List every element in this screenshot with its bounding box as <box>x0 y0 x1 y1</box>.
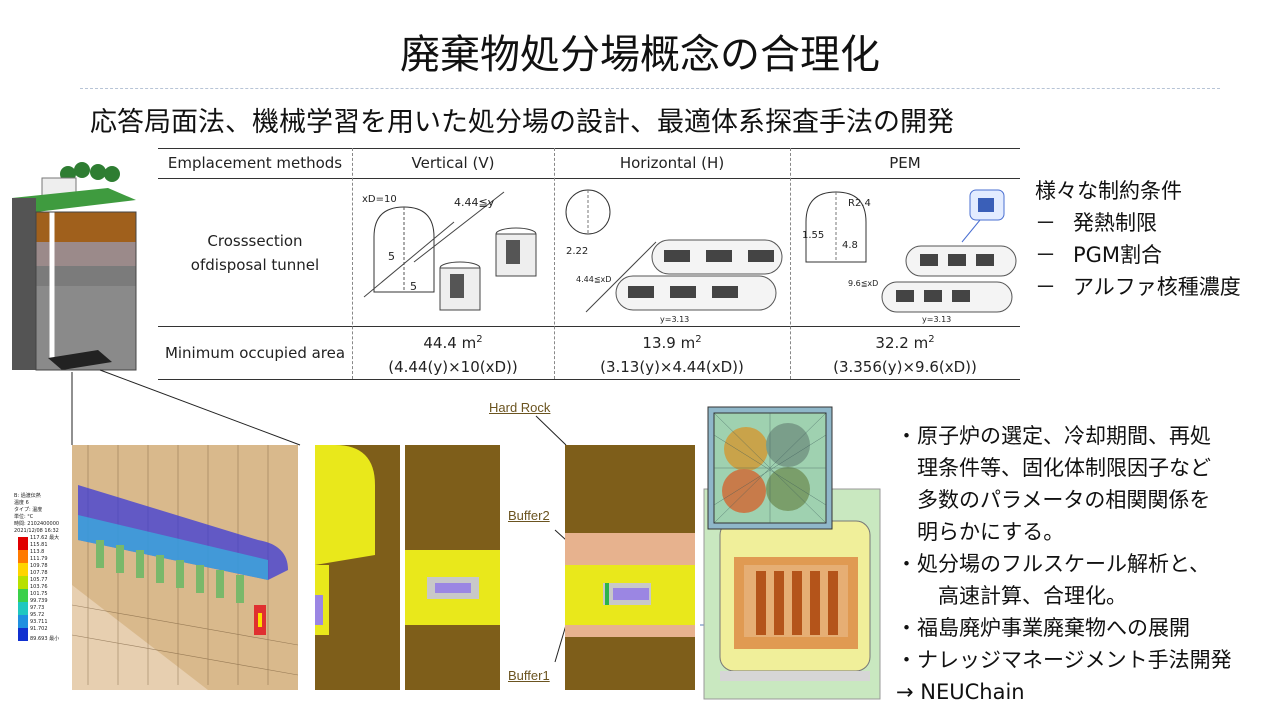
constraint-item: －発熱制限 <box>1035 211 1157 235</box>
bullet-line: 多数のパラメータの相関関係を <box>896 488 1211 512</box>
svg-text:99.739: 99.739 <box>30 598 48 604</box>
constraints-heading: 様々な制約条件 <box>1035 179 1182 203</box>
emplacement-table: Emplacement methods Vertical (V) Horizon… <box>158 148 1020 380</box>
bullet-line: ・処分場のフルスケール解析と、 <box>896 552 1211 576</box>
bullet-line: ・原子炉の選定、冷却期間、再処 <box>896 424 1211 448</box>
svg-text:109.78: 109.78 <box>30 563 48 569</box>
svg-text:93.711: 93.711 <box>30 619 48 625</box>
legend-subtitle: 温度 6 <box>14 499 29 506</box>
header-vertical: Vertical (V) <box>411 154 495 172</box>
header-method: Emplacement methods <box>167 154 343 172</box>
formula-vertical: (4.44(y)×10(xD)) <box>388 358 518 376</box>
repository-illustration <box>12 162 137 371</box>
label-pem-w: 4.8 <box>842 240 858 251</box>
svg-text:115.81: 115.81 <box>30 542 48 548</box>
constraint-item: －アルファ核種濃度 <box>1035 275 1241 299</box>
svg-text:111.79: 111.79 <box>30 556 48 562</box>
svg-text:107.78: 107.78 <box>30 570 48 576</box>
label-buffer2: Buffer2 <box>508 508 550 523</box>
svg-text:97.73: 97.73 <box>30 605 44 611</box>
label-vertical-w: 5 <box>410 280 417 293</box>
svg-text:91.702: 91.702 <box>30 626 48 632</box>
area-horizontal: 13.9 m2 <box>642 334 702 352</box>
row-area-label: Minimum occupied area <box>164 344 346 362</box>
buffer-section-panel-3 <box>565 445 695 690</box>
svg-text:105.77: 105.77 <box>30 577 48 583</box>
legend-type: タイプ: 温度 <box>14 506 42 513</box>
legend-color-bar <box>18 537 28 641</box>
row-crosssection-label-2: ofdisposal tunnel <box>190 256 320 274</box>
legend-max: 117.62 最大 <box>30 534 59 541</box>
label-pem-y: y=3.13 <box>922 315 951 324</box>
label-pem-h: 1.55 <box>802 230 824 241</box>
legend-date: 2021/12/08 16:32 <box>14 528 59 534</box>
vertical-crosssection-diagram: xD=10 4.44≦y 5 5 <box>362 191 537 311</box>
bullet-line: 高速計算、合理化。 <box>896 584 1127 608</box>
bullet-list: ・原子炉の選定、冷却期間、再処 理条件等、固化体制限因子など 多数のパラメータの… <box>896 420 1280 708</box>
row-crosssection-label: Crosssection <box>207 232 303 250</box>
bullet-line: ・ナレッジマネージメント手法開発 <box>896 648 1232 672</box>
area-pem: 32.2 m2 <box>875 334 935 352</box>
horizontal-crosssection-diagram: 2.22 4.44≦xD y=3.13 <box>565 189 783 324</box>
label-vertical-y: 4.44≦y <box>454 196 495 209</box>
svg-text:101.75: 101.75 <box>30 591 48 597</box>
page-subtitle: 応答局面法、機械学習を用いた処分場の設計、最適体系探査手法の開発 <box>90 107 954 138</box>
label-horizontal-d: 2.22 <box>566 246 588 257</box>
bullet-line: → NEUChain <box>896 680 1025 704</box>
constraints-panel: 様々な制約条件 －発熱制限 －PGM割合 －アルファ核種濃度 <box>1035 175 1241 303</box>
label-horizontal-x: 4.44≦xD <box>576 275 611 284</box>
label-buffer1: Buffer1 <box>508 668 550 683</box>
pem-crosssection-diagram: R2.4 1.55 4.8 9.6≦xD y=3.13 <box>802 189 1017 324</box>
svg-text:113.8: 113.8 <box>30 549 44 555</box>
label-vertical-xd: xD=10 <box>362 194 397 205</box>
header-horizontal: Horizontal (H) <box>619 154 725 172</box>
page-title: 廃棄物処分場概念の合理化 <box>400 32 880 78</box>
label-pem-x: 9.6≦xD <box>848 279 878 288</box>
label-hard-rock: Hard Rock <box>489 400 551 415</box>
thermal-simulation-image: B: 過渡伝熱 温度 6 タイプ: 温度 単位: °C 時間: 21024000… <box>14 445 298 690</box>
legend-title: B: 過渡伝熱 <box>14 492 41 499</box>
legend-unit: 単位: °C <box>14 513 34 520</box>
formula-horizontal: (3.13(y)×4.44(xD)) <box>600 358 744 376</box>
bullet-line: 明らかにする。 <box>896 520 1065 544</box>
header-pem: PEM <box>889 154 921 172</box>
formula-pem: (3.356(y)×9.6(xD)) <box>833 358 977 376</box>
title-divider <box>80 88 1220 89</box>
bullet-line: ・福島廃炉事業廃棄物への展開 <box>896 616 1190 640</box>
legend-time: 時間: 2102400000 <box>14 521 59 527</box>
label-horizontal-y: y=3.13 <box>660 315 689 324</box>
area-vertical: 44.4 m2 <box>423 334 483 352</box>
bullet-line: 理条件等、固化体制限因子など <box>896 456 1211 480</box>
svg-text:95.72: 95.72 <box>30 612 44 618</box>
svg-text:103.76: 103.76 <box>30 584 48 590</box>
label-pem-r: R2.4 <box>848 198 871 209</box>
buffer-section-panel-1 <box>315 445 400 690</box>
constraint-item: －PGM割合 <box>1035 243 1163 267</box>
legend-min: 89.693 最小 <box>30 635 59 642</box>
pem-model-image <box>703 406 881 700</box>
label-vertical-h: 5 <box>388 250 395 263</box>
buffer-section-panel-2 <box>405 445 500 690</box>
